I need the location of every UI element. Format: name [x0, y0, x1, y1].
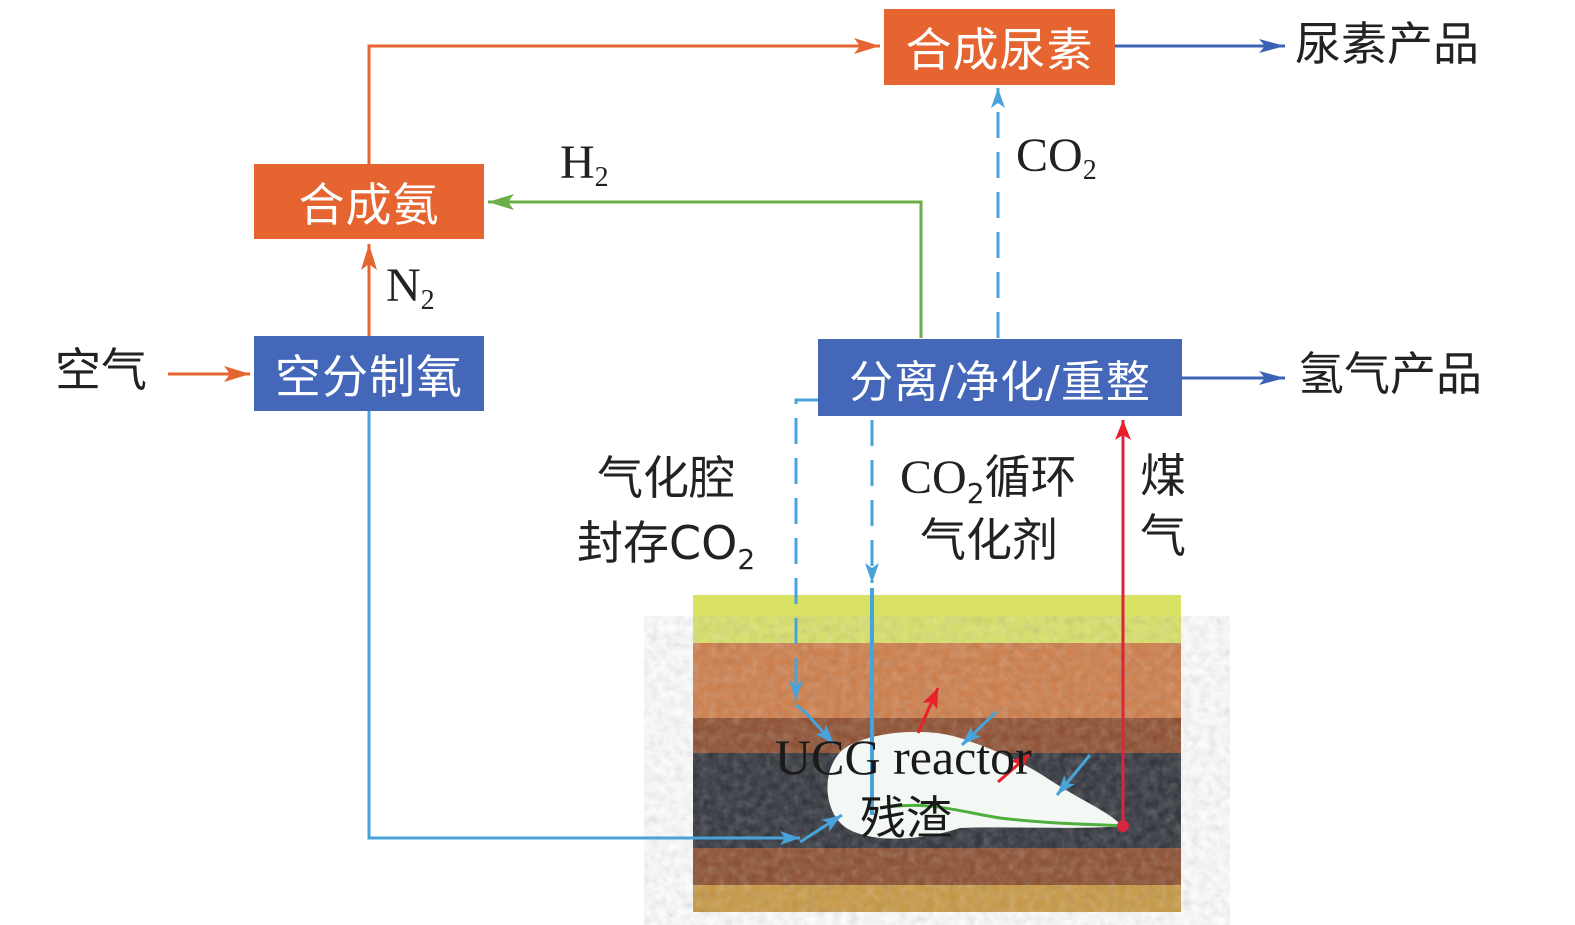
production-well-point: [1117, 820, 1129, 832]
heat-out-arrow: [916, 687, 940, 734]
co2-label: CO2: [1016, 129, 1097, 186]
ammonia-to-urea-arrow: [367, 38, 880, 164]
ammonia-synthesis-box: 合成氨: [254, 164, 484, 239]
syngas-label-line2: 气: [1140, 509, 1186, 563]
residue-label: 残渣: [860, 791, 952, 845]
co2-recycle-label-line1: CO2循环: [900, 450, 1077, 511]
co2-recycle-label-line2: 气化剂: [920, 513, 1058, 567]
ucg-reactor-label: UCG reactor: [775, 729, 1032, 785]
urea-synthesis-box: 合成尿素: [884, 9, 1115, 85]
h2-label: H2: [560, 136, 609, 193]
co2-storage-cavity-arrow: [795, 703, 836, 746]
air-label: 空气: [55, 343, 147, 397]
h2-flow-arrow: [488, 194, 923, 338]
hydrogen-product-label: 氢气产品: [1298, 347, 1482, 401]
combustion-front-line: [879, 803, 1123, 828]
cavity-storage-label-line1: 气化腔: [597, 451, 735, 505]
n2-label: N2: [386, 259, 435, 316]
air-separation-box: 空分制氧: [254, 336, 484, 411]
co2-storage-arrow: [789, 398, 818, 700]
oxygen-flow-arrow: [367, 410, 800, 845]
heat-out-arrow: [997, 752, 1031, 784]
cavity-storage-label-line2: 封存CO2: [577, 516, 756, 577]
syngas-label-line1: 煤: [1140, 449, 1186, 503]
urea-product-label: 尿素产品: [1295, 17, 1479, 71]
separation-purification-box: 分离/净化/重整: [818, 339, 1182, 416]
inflow-arrow: [1055, 754, 1092, 796]
gasification-cavity: [827, 731, 1122, 839]
inflow-arrow: [960, 710, 998, 747]
oxygen-injection-arrow: [799, 813, 843, 844]
